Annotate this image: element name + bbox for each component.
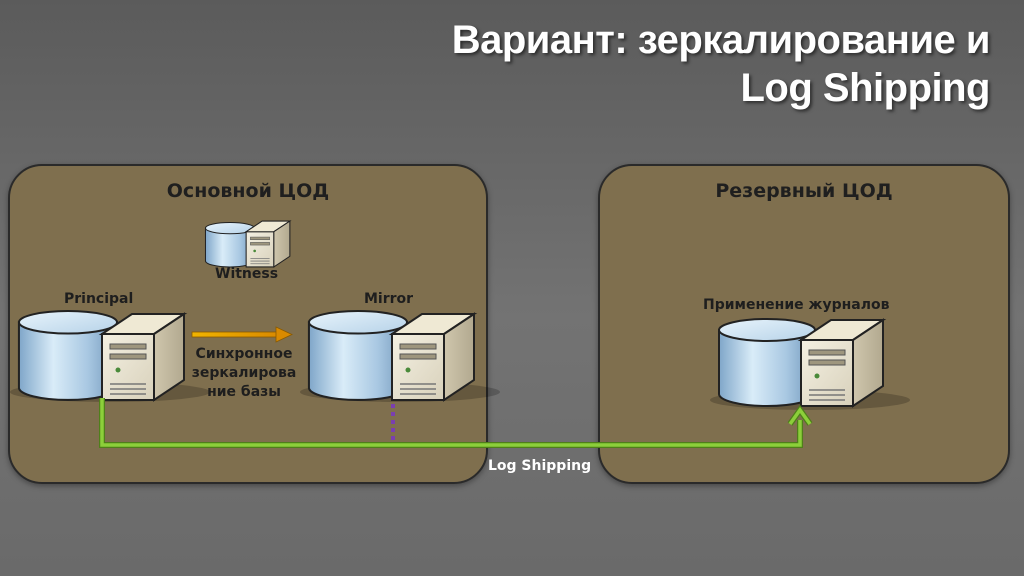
log-shipping-arrow (99, 398, 813, 448)
sync-mirroring-label: Синхронное зеркалирова ние базы (191, 346, 297, 400)
slide-title-line2: Log Shipping (740, 66, 991, 110)
principal-label: Principal (64, 291, 134, 307)
log-apply-label: Применение журналов (703, 297, 890, 313)
witness-label: Witness (215, 266, 279, 282)
log-apply-server-icon (717, 318, 885, 408)
sync-mirroring-arrow (191, 326, 293, 343)
mirror-server-icon (307, 310, 476, 402)
slide-title: Вариант: зеркалирование и Log Shipping (290, 16, 991, 112)
mirror-label: Mirror (364, 291, 414, 307)
reserve-datacenter-title: Резервный ЦОД (715, 180, 893, 202)
witness-server-icon (204, 220, 291, 268)
primary-datacenter-title: Основной ЦОД (166, 180, 330, 202)
principal-server-icon (17, 310, 186, 402)
slide-title-line1: Вариант: зеркалирование и (451, 18, 991, 62)
log-shipping-label: Log Shipping (488, 458, 592, 474)
